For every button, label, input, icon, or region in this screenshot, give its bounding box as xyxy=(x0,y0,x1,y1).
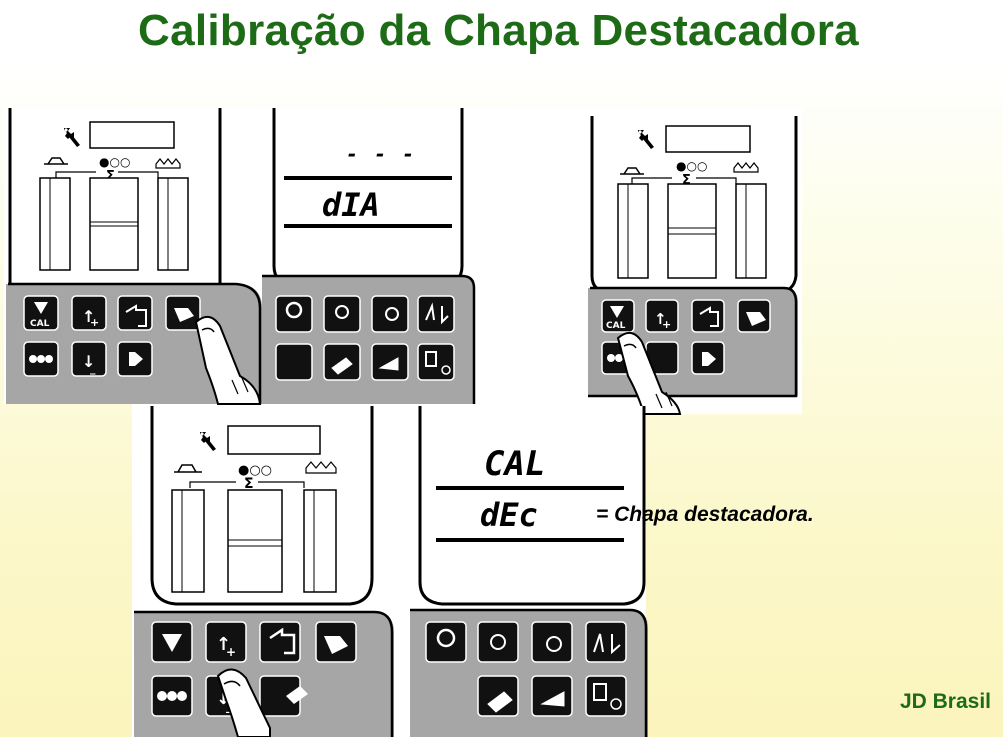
display-panel-a xyxy=(262,108,476,404)
keypad-panel-b: ●○○ Σ CAL ↑+ xyxy=(588,116,798,415)
svg-text:↓: ↓ xyxy=(82,352,95,371)
sigma-icon: Σ xyxy=(106,169,115,184)
pointing-hand-icon xyxy=(216,668,308,737)
svg-text:CAL: CAL xyxy=(606,321,626,331)
brand-label: JD Brasil xyxy=(899,690,991,713)
pointing-hand-icon xyxy=(616,331,682,415)
display-b-line-bottom: dEc xyxy=(480,496,538,534)
svg-text:+: + xyxy=(662,318,671,331)
display-meaning-note: = Chapa destacadora. xyxy=(596,503,814,526)
svg-text:+: + xyxy=(226,645,236,659)
display-a-line-top: - - - xyxy=(346,142,417,166)
sigma-icon: Σ xyxy=(244,476,254,492)
dots-icon: ●○○ xyxy=(238,463,272,478)
keypad-panel-c: ●○○ Σ ↑+ ↓_ xyxy=(134,406,394,737)
dots-icon: ●○○ xyxy=(99,155,130,169)
svg-text:CAL: CAL xyxy=(30,319,50,329)
display-panel-b xyxy=(410,406,648,737)
svg-text:↑: ↑ xyxy=(216,634,231,655)
display-a-line-bottom: dIA xyxy=(322,186,380,224)
page-title: Calibração da Chapa Destacadora xyxy=(138,6,859,55)
svg-text:↑: ↑ xyxy=(654,310,667,328)
svg-text:+: + xyxy=(90,316,99,329)
display-b-line-top: CAL xyxy=(484,444,546,484)
dots-icon: ●○○ xyxy=(676,159,707,173)
svg-text:↑: ↑ xyxy=(82,307,95,326)
keypad-panel-a: ●○○ Σ CAL ↑+ ↓_ xyxy=(6,108,262,405)
pointing-hand-icon xyxy=(194,315,262,405)
sigma-icon: Σ xyxy=(682,173,691,188)
svg-text:_: _ xyxy=(90,362,96,375)
